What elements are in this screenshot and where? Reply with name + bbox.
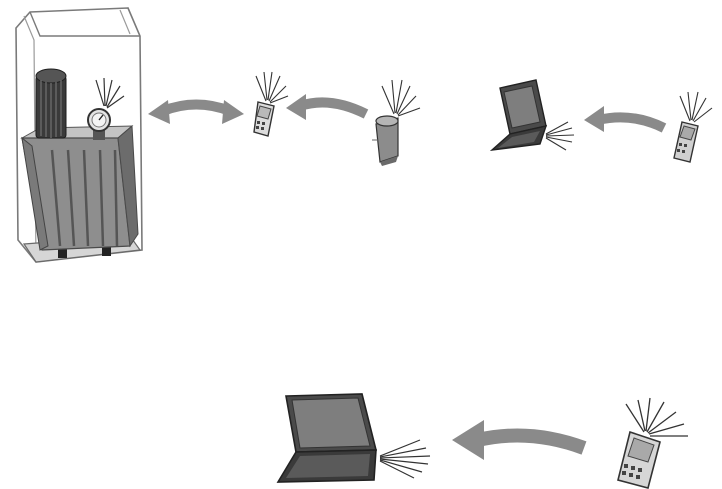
transformer-icon <box>15 7 143 263</box>
wireless-sensor-icon <box>372 79 421 166</box>
handheld-reader-icon <box>617 397 688 489</box>
handheld-reader-icon <box>673 91 713 163</box>
arrow-reader-to-laptop-bottom <box>452 420 587 460</box>
pressure-gauge-icon <box>87 77 125 140</box>
arrow-sensor-to-reader <box>286 94 369 120</box>
handheld-reader-icon <box>253 71 289 137</box>
laptop-icon <box>489 79 575 151</box>
arrow-reader-to-laptop-top <box>584 106 667 133</box>
laptop-icon <box>276 393 431 483</box>
bidirectional-arrow <box>148 99 244 124</box>
